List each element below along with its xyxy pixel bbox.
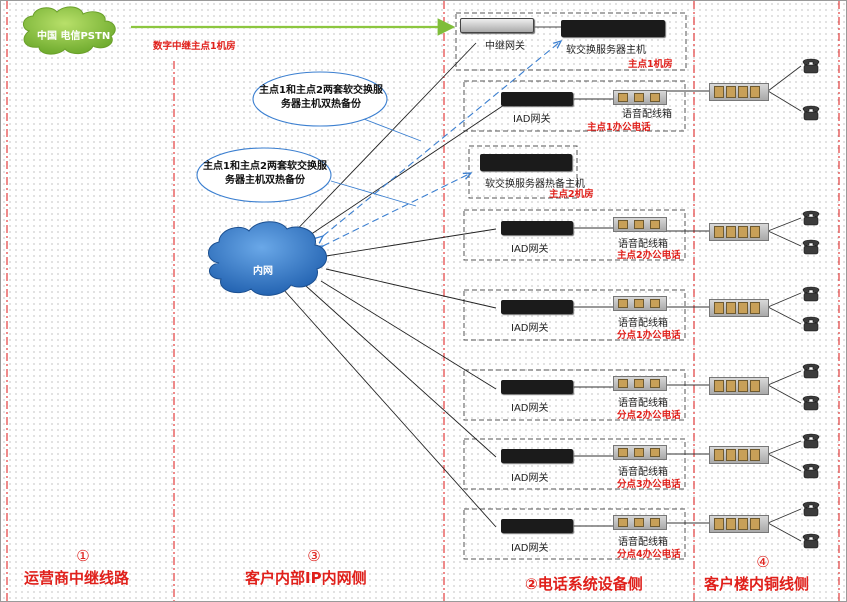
building-distribution-icon <box>709 446 769 464</box>
iad-gateway-icon <box>501 380 573 394</box>
pstn-label: 中国 电信PSTN <box>37 27 110 42</box>
patch-box-icon <box>613 515 667 530</box>
zone-copper-title: 客户楼内铜线侧 <box>704 573 809 594</box>
zone-intranet-title: 客户内部IP内网侧 <box>245 567 367 588</box>
building-distribution-icon <box>709 377 769 395</box>
office-phone-label: 主点2办公电话 <box>617 247 681 261</box>
patch-box-icon <box>613 445 667 460</box>
intranet-cloud <box>209 222 327 296</box>
iad-gateway-icon <box>501 92 573 106</box>
zone-carrier-number: ① <box>73 547 93 565</box>
iad-gateway-label: IAD网关 <box>511 469 549 484</box>
office-phone-label: 分点4办公电话 <box>617 546 681 560</box>
patch-box-icon <box>613 376 667 391</box>
iad-gateway-label: IAD网关 <box>511 240 549 255</box>
zone-copper-number: ④ <box>753 553 773 571</box>
office-phone-label: 分点1办公电话 <box>617 327 681 341</box>
iad-gateway-label: IAD网关 <box>511 319 549 334</box>
iad-gateway-label: IAD网关 <box>513 110 551 125</box>
trunk-line-label: 数字中继主点1机房 <box>153 38 236 52</box>
host-room-label: 主点1机房 <box>628 56 673 70</box>
iad-gateway-label: IAD网关 <box>511 399 549 414</box>
patch-box-icon <box>613 217 667 232</box>
iad-gateway-icon <box>501 449 573 463</box>
building-distribution-icon <box>709 299 769 317</box>
backup-note-2: 主点1和主点2两套软交换服务器主机双热备份 <box>201 160 329 188</box>
patch-box-icon <box>613 90 667 105</box>
iad-gateway-icon <box>501 221 573 235</box>
building-distribution-icon <box>709 83 769 101</box>
zone-phone-system-title: ②电话系统设备侧 <box>525 573 643 594</box>
office-phone-label: 主点1办公电话 <box>587 119 651 133</box>
zone-carrier-title: 运营商中继线路 <box>24 567 129 588</box>
patch-box-icon <box>613 296 667 311</box>
softswitch-host-label: 软交换服务器主机 <box>566 41 646 56</box>
iad-gateway-label: IAD网关 <box>511 539 549 554</box>
office-phone-label: 分点3办公电话 <box>617 476 681 490</box>
building-distribution-icon <box>709 515 769 533</box>
iad-gateway-icon <box>501 300 573 314</box>
trunk-gateway-icon <box>460 18 534 33</box>
softswitch-host-icon <box>561 20 665 37</box>
office-phone-label: 分点2办公电话 <box>617 407 681 421</box>
backup-note-1: 主点1和主点2两套软交换服务器主机双热备份 <box>257 84 385 112</box>
iad-gateway-icon <box>501 519 573 533</box>
backup-host-icon <box>480 154 572 171</box>
telephone-icons <box>803 59 819 548</box>
intranet-label: 内网 <box>253 262 273 277</box>
zone-intranet-number: ③ <box>304 547 324 565</box>
backup-room-label: 主点2机房 <box>549 186 594 200</box>
trunk-gateway-label: 中继网关 <box>485 37 525 52</box>
building-distribution-icon <box>709 223 769 241</box>
patch-box-label: 语音配线箱 <box>622 105 672 120</box>
